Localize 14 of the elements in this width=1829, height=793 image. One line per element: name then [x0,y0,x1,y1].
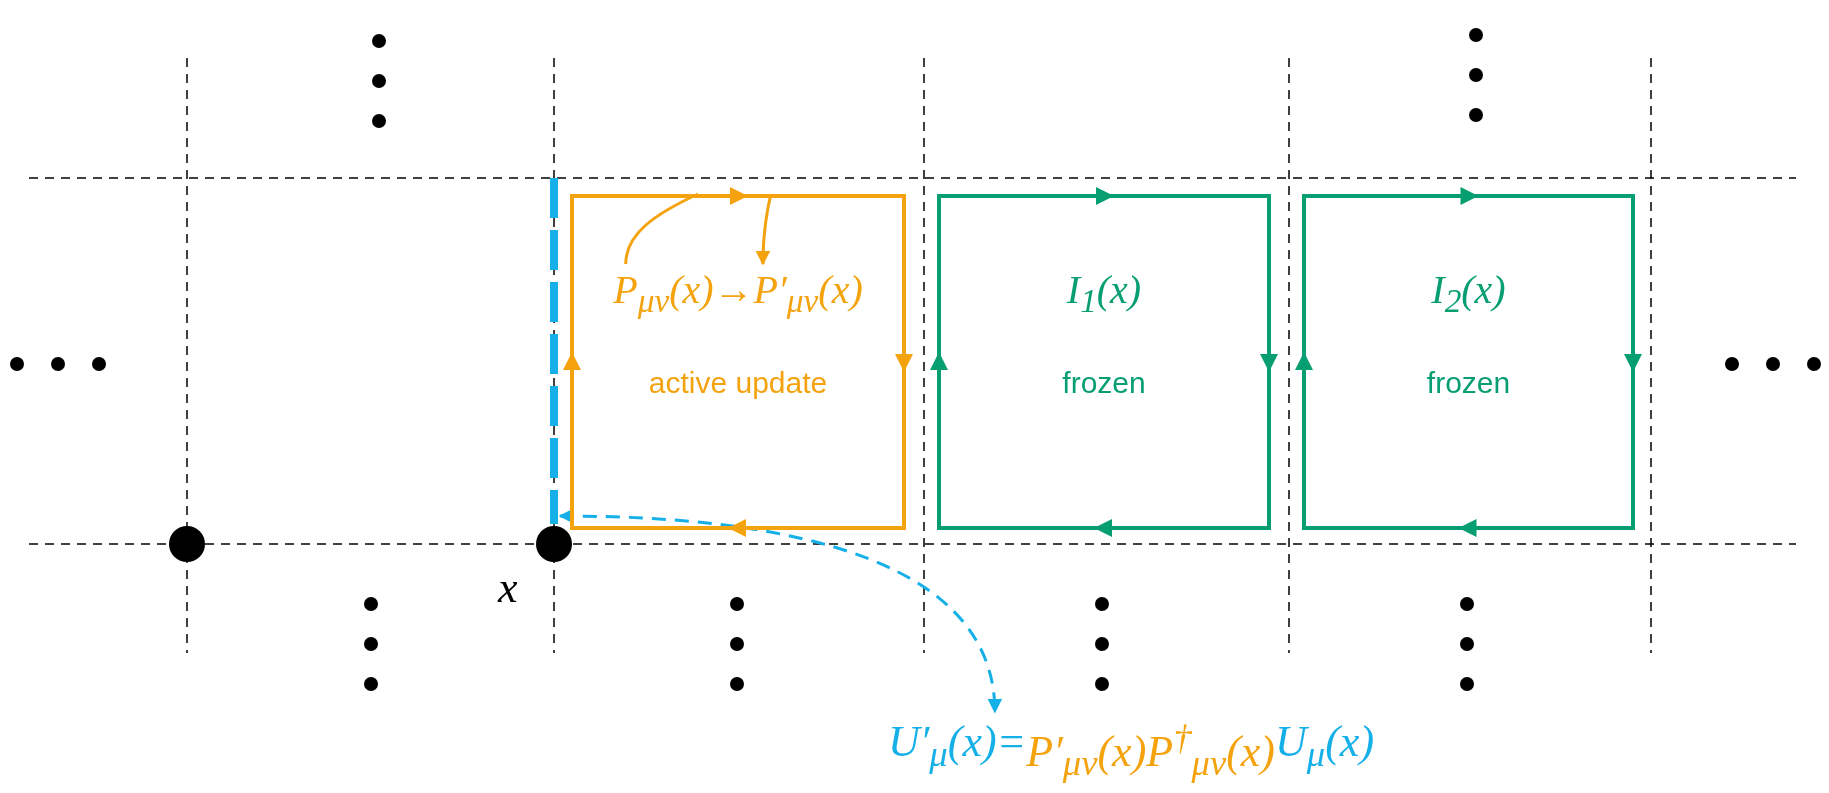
formula-term: U′$_{μ}$(x)= [887,716,1027,776]
status-label: frozen [1426,366,1511,400]
formula-term: U$_{μ}$(x) [1275,716,1375,776]
formula-term: P′$_{μν}$(x)P$^{†}$$_{μν}$(x) [1026,716,1276,785]
leader-line [624,192,699,265]
double-arrow [558,508,1001,714]
status-label: active update [648,366,828,400]
site-label: x [498,562,518,613]
formula-label: I$_{1}$(x) [1066,266,1142,320]
status-label: frozen [1062,366,1146,400]
formula-label: I$_{2}$(x) [1431,266,1506,320]
lattice-site-dot [169,526,205,562]
formula-label: P$_{μν}$(x)→P′$_{μν}$(x) [613,266,863,320]
lattice-site-dot [536,526,572,562]
